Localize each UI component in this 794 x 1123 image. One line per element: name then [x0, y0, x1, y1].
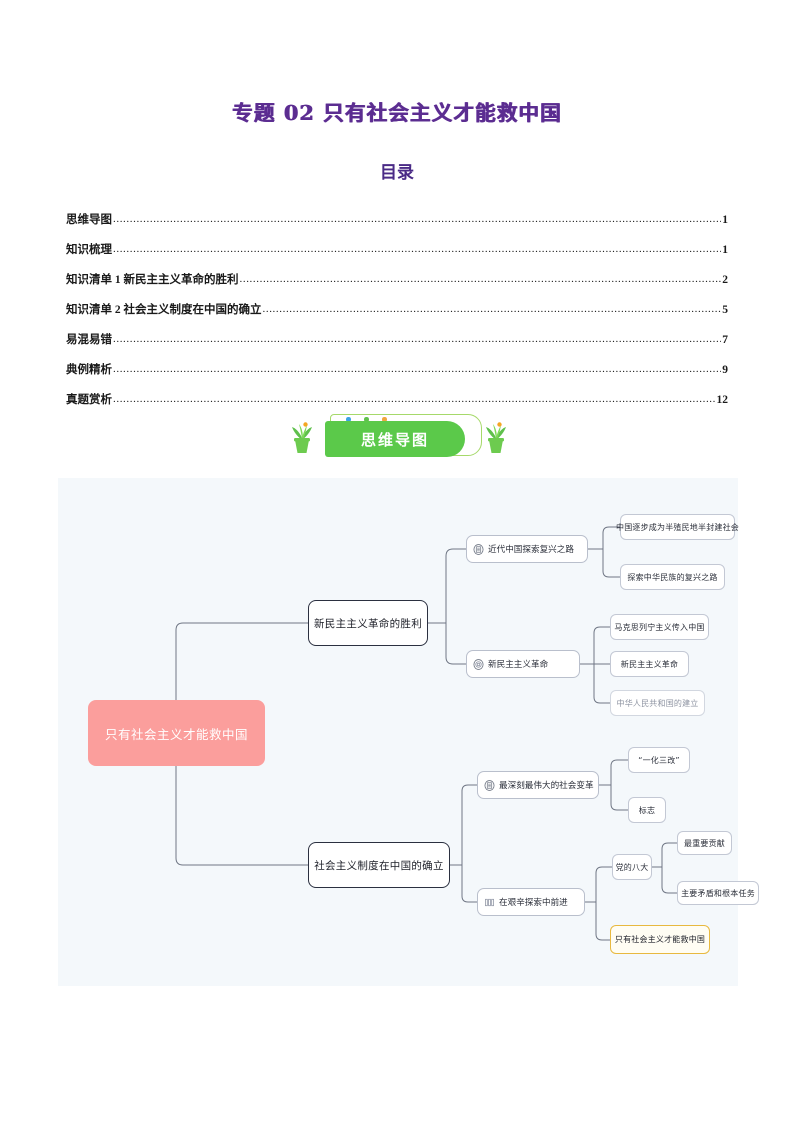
mindmap-node-label: 新民主主义革命	[488, 660, 549, 670]
mindmap-leaf-one-transformation-three-reforms[interactable]: “一化三改”	[628, 747, 690, 773]
mindmap-node-advancing-through-hardship[interactable]: 在艰辛探索中前进	[477, 888, 585, 916]
toc-entry-page: 1	[722, 244, 728, 256]
toc-heading: 目录	[380, 163, 414, 183]
toc-entry[interactable]: 典例精析 ...................................…	[66, 348, 728, 378]
mindmap-node-label: 党的八大	[615, 862, 649, 872]
mindmap-center-label: 只有社会主义才能救中国	[104, 726, 248, 742]
mindmap-leaf-label: 新民主主义革命	[620, 659, 679, 669]
section-banner-chip: 思维导图	[325, 421, 465, 457]
toc-entry-page: 5	[722, 304, 728, 316]
mindmap-leaf-revival-path[interactable]: 探索中华民族的复兴之路	[620, 564, 725, 590]
table-of-contents: 思维导图 ...................................…	[66, 198, 728, 408]
document-icon	[473, 543, 484, 555]
toc-entry-label: 思维导图	[66, 214, 112, 226]
mindmap-leaf-label: 中国逐步成为半殖民地半封建社会	[616, 522, 739, 532]
mindmap-leaf-label: 只有社会主义才能救中国	[614, 935, 706, 944]
mindmap-leaf-label: “一化三改”	[638, 755, 680, 765]
toc-entry-page: 7	[722, 334, 728, 346]
toc-leader-dots: ........................................…	[113, 243, 721, 255]
toc-entry[interactable]: 知识梳理 ...................................…	[66, 228, 728, 258]
mindmap-leaf-label: 马克思列宁主义传入中国	[614, 622, 705, 632]
mindmap-node-label: 最深刻最伟大的社会变革	[499, 781, 594, 791]
mindmap-leaf-new-democratic-revolution[interactable]: 新民主主义革命	[610, 651, 689, 677]
mindmap-branch-label: 社会主义制度在中国的确立	[314, 859, 444, 872]
mindmap-leaf-marxism-leninism[interactable]: 马克思列宁主义传入中国	[610, 614, 709, 640]
mindmap-leaf-label: 探索中华民族的复兴之路	[627, 572, 718, 582]
document-icon	[484, 779, 495, 791]
toc-entry[interactable]: 知识清单 2 社会主义制度在中国的确立 ....................…	[66, 288, 728, 318]
toc-leader-dots: ........................................…	[262, 303, 722, 315]
toc-leader-dots: ........................................…	[113, 213, 721, 225]
mindmap-leaf-label: 标志	[638, 805, 656, 815]
mindmap-node-modern-china-path[interactable]: 近代中国探索复兴之路	[466, 535, 588, 563]
mindmap-connectors	[175, 526, 677, 941]
toc-entry-label: 知识清单 1 新民主主义革命的胜利	[66, 274, 239, 286]
toc-leader-dots: ........................................…	[239, 273, 722, 285]
mindmap-branch-label: 新民主主义革命的胜利	[314, 617, 422, 630]
page-title: 专题 02 只有社会主义才能救中国	[232, 101, 562, 125]
mindmap-node-label: 在艰辛探索中前进	[499, 898, 568, 908]
toc-entry-label: 知识清单 2 社会主义制度在中国的确立	[66, 304, 262, 316]
toc-leader-dots: ........................................…	[113, 393, 716, 405]
mindmap-canvas[interactable]: 只有社会主义才能救中国 新民主主义革命的胜利 近代中国探索复兴之路 中国逐步成为…	[58, 478, 759, 986]
toc-entry[interactable]: 真题赏析 ...................................…	[66, 378, 728, 408]
mindmap-branch-node-1[interactable]: 新民主主义革命的胜利	[308, 600, 428, 646]
mindmap-node-greatest-social-reform[interactable]: 最深刻最伟大的社会变革	[477, 771, 599, 799]
mindmap-leaf-label: 中华人民共和国的建立	[616, 698, 699, 708]
toc-entry-page: 12	[716, 394, 729, 406]
toc-entry-label: 知识梳理	[66, 244, 112, 256]
toc-entry-label: 易混易错	[66, 334, 112, 346]
mindmap-leaf-only-socialism-can-save-china[interactable]: 只有社会主义才能救中国	[610, 925, 710, 954]
mindmap-leaf-principal-contradiction[interactable]: 主要矛盾和根本任务	[677, 881, 759, 905]
potted-plant-icon	[292, 422, 312, 453]
section-banner: 思维导图	[0, 412, 794, 468]
mindmap-node-eighth-party-congress[interactable]: 党的八大	[612, 854, 652, 880]
section-banner-label: 思维导图	[360, 430, 429, 449]
mindmap-node-label: 近代中国探索复兴之路	[488, 545, 574, 555]
window-dot-orange-icon	[382, 417, 387, 422]
potted-plant-icon	[486, 422, 506, 453]
mindmap-leaf-milestone[interactable]: 标志	[628, 797, 666, 823]
mindmap-leaf-prc-founding[interactable]: 中华人民共和国的建立	[610, 690, 705, 716]
mindmap-branch-node-2[interactable]: 社会主义制度在中国的确立	[308, 842, 450, 888]
mindmap-leaf-semi-colonial[interactable]: 中国逐步成为半殖民地半封建社会	[616, 514, 739, 540]
toc-entry-page: 2	[722, 274, 728, 286]
mindmap-center-node[interactable]: 只有社会主义才能救中国	[88, 700, 265, 766]
window-dot-green-icon	[364, 417, 369, 422]
mindmap-leaf-label: 最重要贡献	[684, 838, 725, 848]
toc-leader-dots: ........................................…	[113, 363, 721, 375]
toc-entry[interactable]: 知识清单 1 新民主主义革命的胜利 ......................…	[66, 258, 728, 288]
toc-entry-page: 1	[722, 214, 728, 226]
toc-entry[interactable]: 思维导图 ...................................…	[66, 198, 728, 228]
window-dot-blue-icon	[346, 417, 351, 422]
mindmap-leaf-most-important-contribution[interactable]: 最重要贡献	[677, 831, 732, 855]
mindmap-leaf-label: 主要矛盾和根本任务	[681, 888, 755, 898]
toc-entry-label: 真题赏析	[66, 394, 112, 406]
toc-entry[interactable]: 易混易错 ...................................…	[66, 318, 728, 348]
mindmap-node-new-democratic-revolution[interactable]: 新民主主义革命	[466, 650, 580, 678]
columns-icon	[485, 898, 494, 906]
toc-entry-label: 典例精析	[66, 364, 112, 376]
toc-leader-dots: ........................................…	[113, 333, 721, 345]
circles-icon	[473, 658, 484, 670]
toc-entry-page: 9	[722, 364, 728, 376]
